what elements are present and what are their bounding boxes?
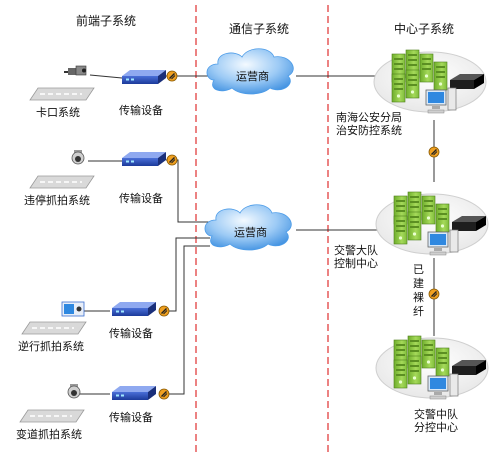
center-label-nanhai-line2: 治安防控系统 <box>336 125 402 137</box>
center-label-squadron-line1: 交警中队 <box>414 409 458 421</box>
cloud-operator-1 <box>206 48 294 95</box>
device-label-1: 传输设备 <box>119 105 163 117</box>
header-front-subsystem: 前端子系统 <box>76 14 137 28</box>
transmission-device-icon <box>122 70 166 84</box>
fiber-label-char-4: 纤 <box>413 306 424 318</box>
header-comm-subsystem: 通信子系统 <box>229 22 290 36</box>
road-icon <box>19 409 85 423</box>
dome-camera-icon <box>67 384 81 399</box>
road-icon <box>29 175 95 189</box>
cloud-label-2: 运营商 <box>234 227 267 239</box>
road-icon <box>29 87 95 101</box>
box-camera-icon <box>61 301 85 317</box>
center-label-nanhai-line1: 南海公安分局 <box>336 112 402 124</box>
transmission-device-icon <box>112 386 156 400</box>
traffic-camera-icon <box>64 65 87 76</box>
connector-icon <box>428 288 440 300</box>
center-cluster-2 <box>376 192 488 255</box>
connector-icon <box>158 388 170 400</box>
center-cluster-1 <box>374 50 486 113</box>
fiber-label-char-3: 裸 <box>413 292 424 304</box>
connector-icon <box>428 146 440 158</box>
site-label-illegal-parking: 违停抓拍系统 <box>24 195 90 207</box>
transmission-device-icon <box>112 302 156 316</box>
center-label-brigade-line2: 控制中心 <box>334 258 378 270</box>
device-label-3: 传输设备 <box>109 328 153 340</box>
site-label-wrong-way: 逆行抓拍系统 <box>18 341 84 353</box>
center-cluster-3 <box>376 336 488 399</box>
header-center-subsystem: 中心子系统 <box>394 22 455 36</box>
site-label-checkpoint: 卡口系统 <box>36 107 80 119</box>
device-label-2: 传输设备 <box>119 193 163 205</box>
connector-icon <box>166 70 178 82</box>
device-label-4: 传输设备 <box>109 412 153 424</box>
site-label-lane-change: 变道抓拍系统 <box>16 429 82 441</box>
cloud-label-1: 运营商 <box>236 71 269 83</box>
center-label-squadron-line2: 分控中心 <box>414 422 458 434</box>
center-label-brigade-line1: 交警大队 <box>334 245 378 257</box>
road-icon <box>21 321 87 335</box>
dome-camera-icon <box>71 150 85 165</box>
connector-icon <box>158 305 170 317</box>
fiber-label-char-1: 已 <box>413 264 424 276</box>
fiber-label-char-2: 建 <box>413 278 424 290</box>
transmission-device-icon <box>122 152 166 166</box>
cloud-operator-2 <box>204 204 292 251</box>
connector-icon <box>166 154 178 166</box>
